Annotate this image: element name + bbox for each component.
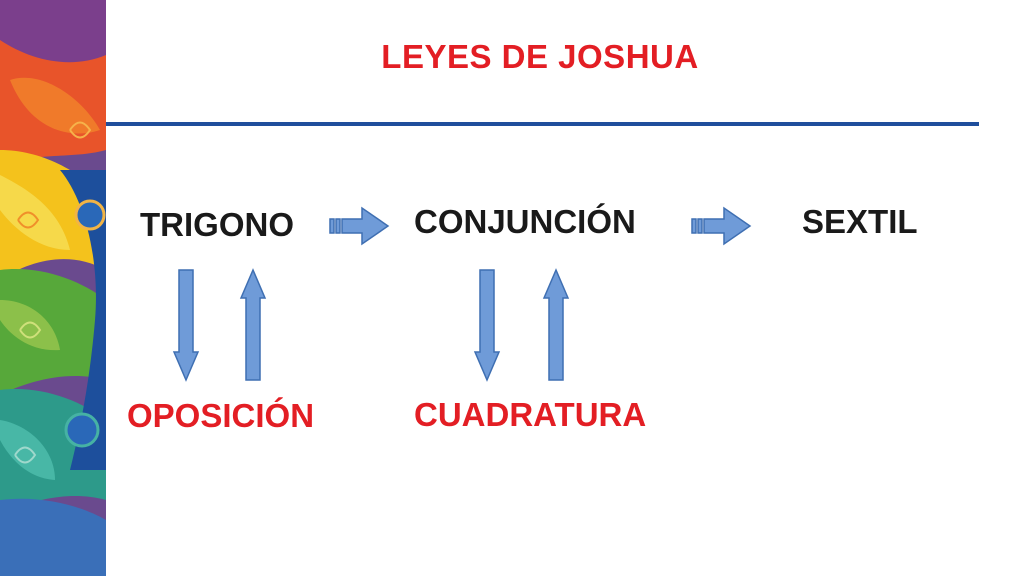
label-oposicion: OPOSICIÓN — [127, 397, 315, 434]
label-sextil: SEXTIL — [802, 203, 918, 240]
title-divider — [106, 122, 979, 126]
right-arrow-icon — [329, 206, 390, 246]
right-arrow-icon — [691, 206, 752, 246]
label-trigono: TRIGONO — [140, 206, 294, 243]
decorative-mandala-strip — [0, 0, 106, 576]
up-arrow-icon — [239, 268, 267, 381]
up-arrow-icon — [542, 268, 570, 381]
label-conjuncion: CONJUNCIÓN — [414, 203, 636, 240]
label-cuadratura: CUADRATURA — [414, 396, 647, 433]
slide-title: LEYES DE JOSHUA — [381, 38, 699, 75]
down-arrow-icon — [172, 269, 200, 382]
down-arrow-icon — [473, 269, 501, 382]
